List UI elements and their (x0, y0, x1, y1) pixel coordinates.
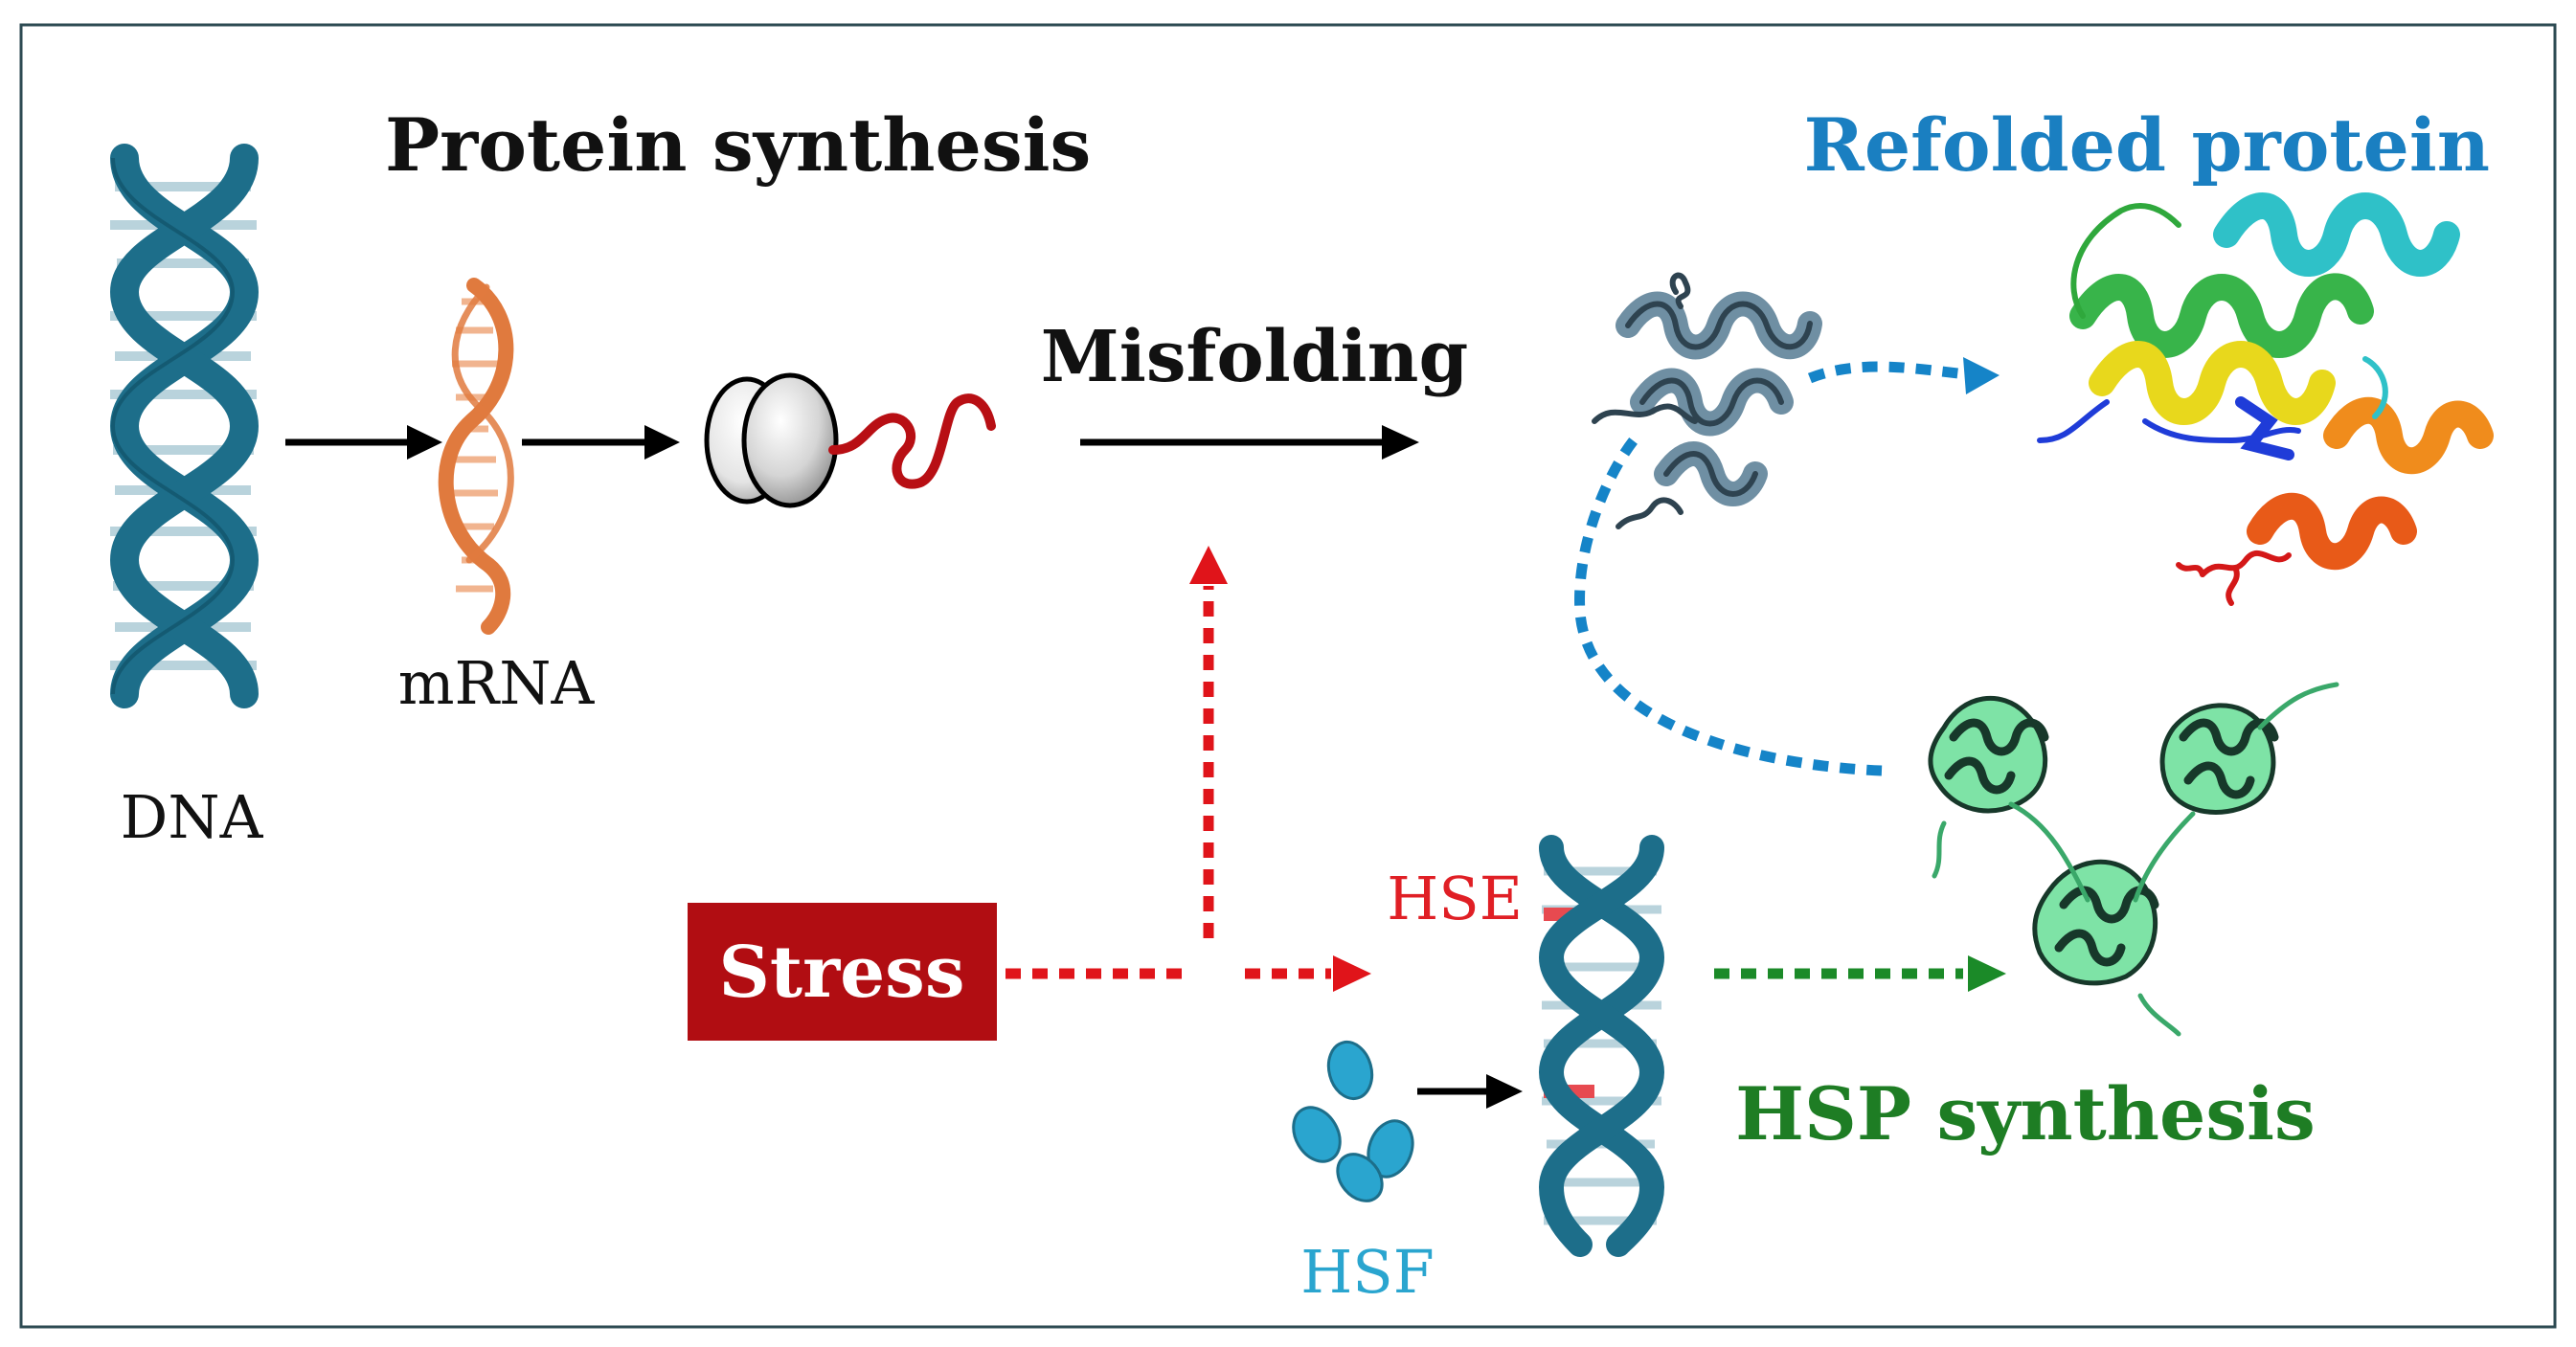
refolded-protein-title: Refolded protein (1804, 102, 2490, 188)
misfolding-arrow (1080, 425, 1419, 460)
stress-to-misfolding-arrow (1189, 546, 1228, 938)
hse-label: HSE (1387, 864, 1523, 933)
misfolding-label: Misfolding (1041, 316, 1468, 398)
translation-arrow (522, 425, 680, 460)
ribosome-icon (704, 372, 839, 508)
hsf-binding-arrow (1417, 1074, 1523, 1109)
refolded-protein-icon (2037, 192, 2494, 606)
figure-frame (19, 23, 2557, 1329)
stress-box (688, 903, 997, 1041)
dna-helix-icon (109, 144, 260, 708)
dna-label: DNA (121, 782, 264, 852)
protein-synthesis-title: Protein synthesis (385, 102, 1091, 188)
hsp-synthesis-arrow (1714, 955, 2006, 992)
stress-label: Stress (718, 932, 964, 1014)
stress-to-hse-arrow (1006, 955, 1371, 992)
transcription-arrow (285, 425, 442, 460)
dna-hse-icon (1538, 835, 1665, 1257)
refolding-arrow (1807, 357, 2000, 394)
mrna-label: mRNA (398, 648, 596, 718)
mrna-strand-icon (438, 278, 514, 635)
hsf-cluster-icon (1292, 1040, 1414, 1202)
hsf-label: HSF (1300, 1237, 1435, 1307)
hsp-synthesis-label: HSP synthesis (1735, 1071, 2316, 1156)
hsp-chaperone-arrow (1574, 432, 1883, 776)
misfolded-protein-icon (1592, 272, 1822, 529)
hsp-complex-icon (1928, 682, 2339, 1037)
polypeptide-chain-icon (828, 393, 996, 489)
